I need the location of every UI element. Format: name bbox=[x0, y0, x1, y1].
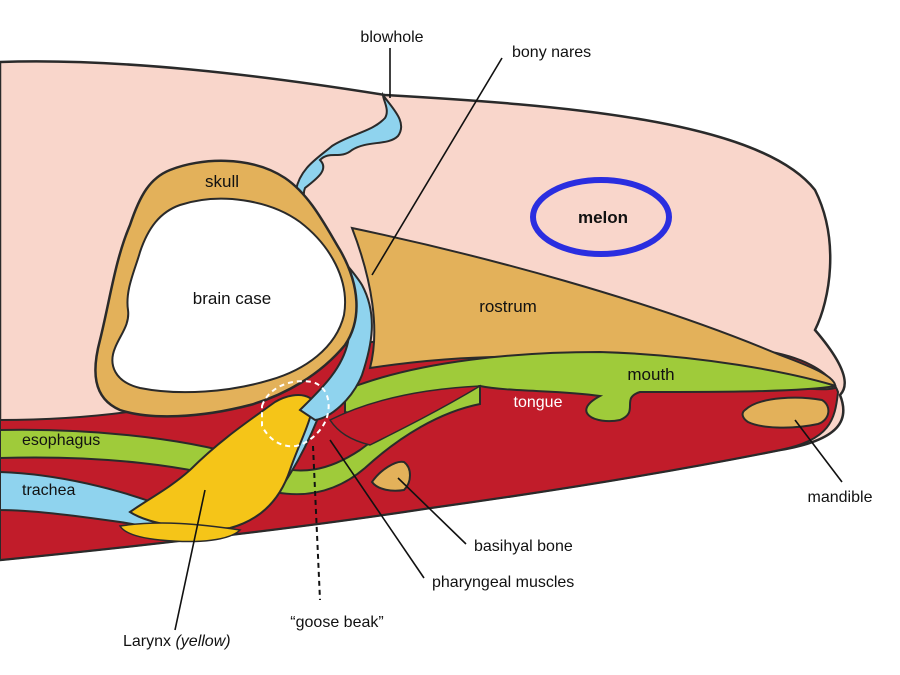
goose-beak-leader bbox=[312, 445, 321, 601]
pharyngeal-leader bbox=[329, 439, 425, 579]
bony-nares-leader bbox=[371, 57, 503, 276]
label-larynx: Larynx (yellow) bbox=[123, 633, 231, 650]
label-blowhole: blowhole bbox=[360, 29, 423, 46]
basihyal-bone bbox=[370, 460, 411, 492]
label-tongue: tongue bbox=[514, 394, 563, 411]
larynx-leader bbox=[174, 489, 206, 631]
label-trachea: trachea bbox=[22, 482, 75, 499]
pharyngeal-band bbox=[328, 385, 481, 446]
larynx-cartilage-lower bbox=[118, 522, 242, 543]
mandible-bone bbox=[741, 396, 830, 429]
label-esophagus: esophagus bbox=[22, 432, 100, 449]
melon-highlight-ring bbox=[530, 177, 672, 257]
label-basihyal-bone: basihyal bone bbox=[474, 538, 573, 555]
label-mouth: mouth bbox=[627, 365, 674, 384]
label-larynx-note: (yellow) bbox=[175, 633, 230, 650]
label-goose-beak: “goose beak” bbox=[290, 614, 383, 631]
basihyal-leader bbox=[397, 477, 467, 545]
brain-case bbox=[111, 197, 347, 394]
label-rostrum: rostrum bbox=[479, 297, 537, 316]
label-pharyngeal-muscles: pharyngeal muscles bbox=[432, 574, 574, 591]
label-larynx-name: Larynx bbox=[123, 633, 175, 650]
goose-beak-outline bbox=[261, 380, 330, 448]
label-brain-case: brain case bbox=[193, 289, 271, 308]
larynx-cartilage bbox=[128, 394, 313, 531]
label-bony-nares: bony nares bbox=[512, 44, 591, 61]
mouth-cavity bbox=[344, 350, 837, 422]
label-mandible: mandible bbox=[808, 489, 873, 506]
mandible-leader bbox=[794, 419, 843, 483]
nasal-passage bbox=[294, 91, 403, 422]
label-skull: skull bbox=[205, 172, 239, 191]
label-melon: melon bbox=[578, 208, 628, 227]
